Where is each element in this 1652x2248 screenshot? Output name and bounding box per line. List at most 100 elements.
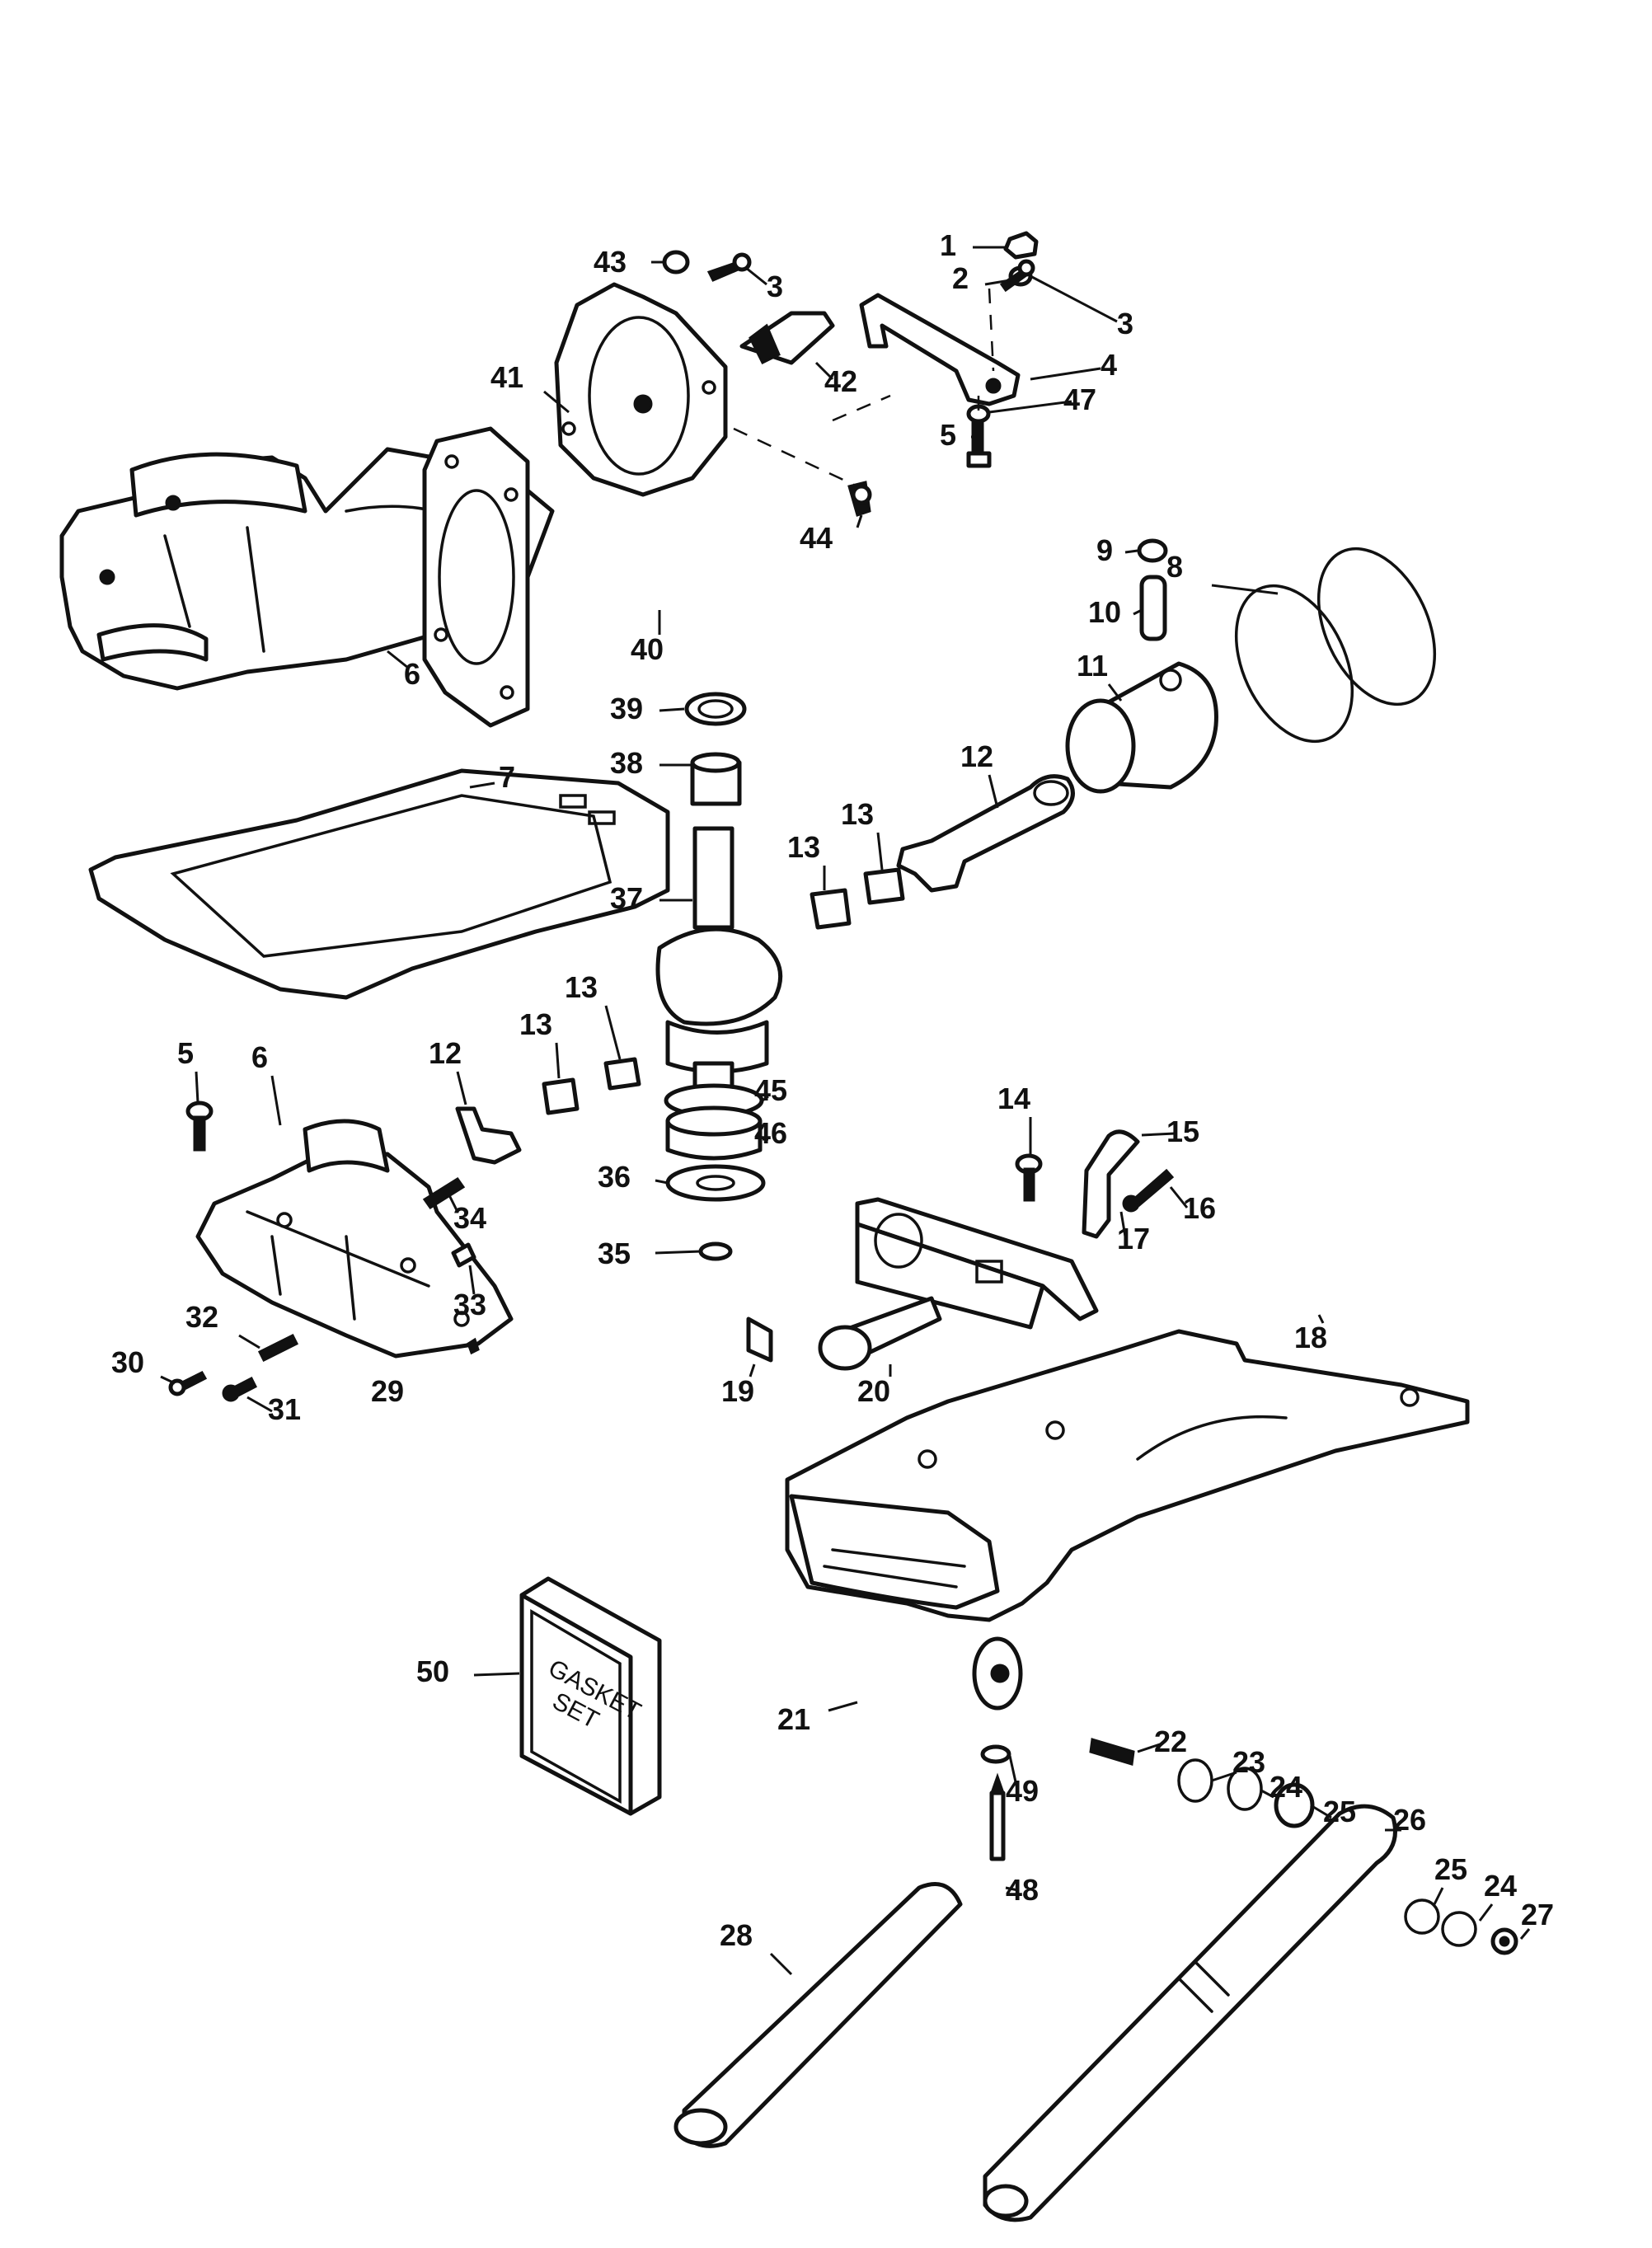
callout-4: 4 <box>1030 348 1117 382</box>
callout-number: 32 <box>185 1300 218 1334</box>
dowel-33-part <box>451 1242 480 1355</box>
callout-number: 46 <box>754 1116 787 1150</box>
callout-43: 43 <box>594 245 664 279</box>
callout-leader-line <box>762 1095 769 1102</box>
callout-49: 49 <box>1006 1755 1039 1808</box>
callout-37: 37 <box>610 881 692 915</box>
callout-number: 49 <box>1006 1774 1039 1808</box>
callout-number: 37 <box>610 881 643 915</box>
callout-number: 34 <box>453 1201 486 1235</box>
callout-leader-line <box>1137 1742 1163 1753</box>
callout-number: 47 <box>1063 382 1096 416</box>
callout-leader-line <box>828 1701 858 1712</box>
callout-number: 39 <box>610 692 643 725</box>
screw-32-part <box>257 1333 299 1363</box>
callout-45: 45 <box>754 1073 787 1107</box>
callout-leader-line <box>749 1363 756 1377</box>
callout-leader-line <box>195 1071 199 1104</box>
callout-13: 13 <box>519 1007 561 1079</box>
washer-24a-part <box>1227 1767 1263 1811</box>
bearing-38-part <box>690 752 742 806</box>
seal-46-part <box>665 1105 763 1161</box>
callout-number: 30 <box>111 1345 144 1379</box>
callout-leader-line <box>1030 367 1101 381</box>
callout-number: 6 <box>251 1040 268 1074</box>
callout-3: 3 <box>1030 275 1133 340</box>
callout-number: 13 <box>565 970 598 1004</box>
needle-bearing-13c-part <box>542 1077 580 1115</box>
crankshaft-37-part <box>655 826 783 1107</box>
callout-23: 23 <box>1211 1745 1265 1782</box>
callout-28: 28 <box>720 1918 793 1976</box>
callout-44: 44 <box>800 514 863 555</box>
callout-number: 41 <box>490 360 523 394</box>
callout-leader-line <box>1211 584 1279 595</box>
callout-32: 32 <box>185 1300 260 1349</box>
callout-number: 43 <box>594 245 627 279</box>
callout-number: 12 <box>960 739 993 773</box>
seal-39-part <box>684 692 747 726</box>
callout-33: 33 <box>453 1265 486 1321</box>
callout-leader-line <box>1133 608 1143 616</box>
screw-16-part <box>1131 1168 1175 1208</box>
needle-bearing-13a-part <box>810 888 852 930</box>
callout-5: 5 <box>940 418 973 452</box>
callout-leader-line <box>448 1194 459 1213</box>
callout-number: 48 <box>1006 1873 1039 1907</box>
callout-leader-line <box>473 1672 520 1677</box>
screw-44-part <box>847 481 872 517</box>
callout-16: 16 <box>1169 1186 1216 1225</box>
nut-27-part <box>1490 1927 1518 1955</box>
callout-leader-line <box>1478 1903 1494 1922</box>
mount-20-part <box>818 1296 942 1371</box>
callout-number: 25 <box>1434 1852 1467 1886</box>
callout-14: 14 <box>997 1082 1032 1154</box>
callout-25: 25 <box>1433 1852 1467 1905</box>
callout-number: 22 <box>1154 1725 1187 1758</box>
callout-17: 17 <box>1117 1211 1150 1255</box>
callout-leader-line <box>1124 549 1138 554</box>
callout-number: 2 <box>952 261 969 295</box>
callout-5: 5 <box>177 1036 199 1104</box>
callout-24: 24 <box>1478 1869 1517 1922</box>
callout-leader-line <box>604 1005 622 1060</box>
retaining-ring-9-part <box>1137 538 1168 563</box>
screw-14-part <box>1015 1153 1043 1202</box>
piston-11-part <box>1065 661 1218 794</box>
callout-number: 4 <box>1101 348 1117 382</box>
callout-10: 10 <box>1088 595 1143 629</box>
callout-number: 28 <box>720 1918 753 1952</box>
callout-35: 35 <box>598 1237 702 1270</box>
gasket-set-50-part: GASKET SET <box>519 1576 662 1816</box>
decal-19-part <box>746 1316 773 1363</box>
screw-31-part <box>222 1376 258 1402</box>
callout-number: 9 <box>1096 533 1113 567</box>
callout-leader-line <box>856 514 863 528</box>
callout-6: 6 <box>251 1040 282 1126</box>
callout-number: 25 <box>1323 1795 1356 1828</box>
callout-1: 1 <box>940 228 1006 262</box>
callout-leader-line <box>1310 1804 1332 1819</box>
callout-46: 46 <box>754 1116 787 1150</box>
washer-23-part <box>1177 1758 1213 1803</box>
callout-leader-line <box>1141 1132 1176 1137</box>
mount-18-part <box>855 1197 1099 1330</box>
callout-number: 40 <box>631 632 664 666</box>
callout-number: 11 <box>1077 649 1108 683</box>
callout-27: 27 <box>1519 1898 1554 1940</box>
callout-48: 48 <box>1005 1873 1039 1907</box>
pin-48-part <box>989 1772 1006 1861</box>
callout-number: 6 <box>404 657 420 691</box>
callout-18: 18 <box>1294 1314 1327 1354</box>
callout-13: 13 <box>565 970 622 1060</box>
callout-47: 47 <box>988 382 1096 416</box>
grip-28-part <box>673 1882 963 2148</box>
callout-leader-line <box>1005 1886 1019 1892</box>
nut-1-part <box>1003 231 1039 260</box>
callout-50: 50 <box>416 1654 520 1688</box>
callout-19: 19 <box>721 1363 756 1408</box>
callout-number: 15 <box>1166 1115 1199 1148</box>
callout-leader-line <box>1260 1789 1274 1799</box>
callout-13: 13 <box>841 797 884 871</box>
